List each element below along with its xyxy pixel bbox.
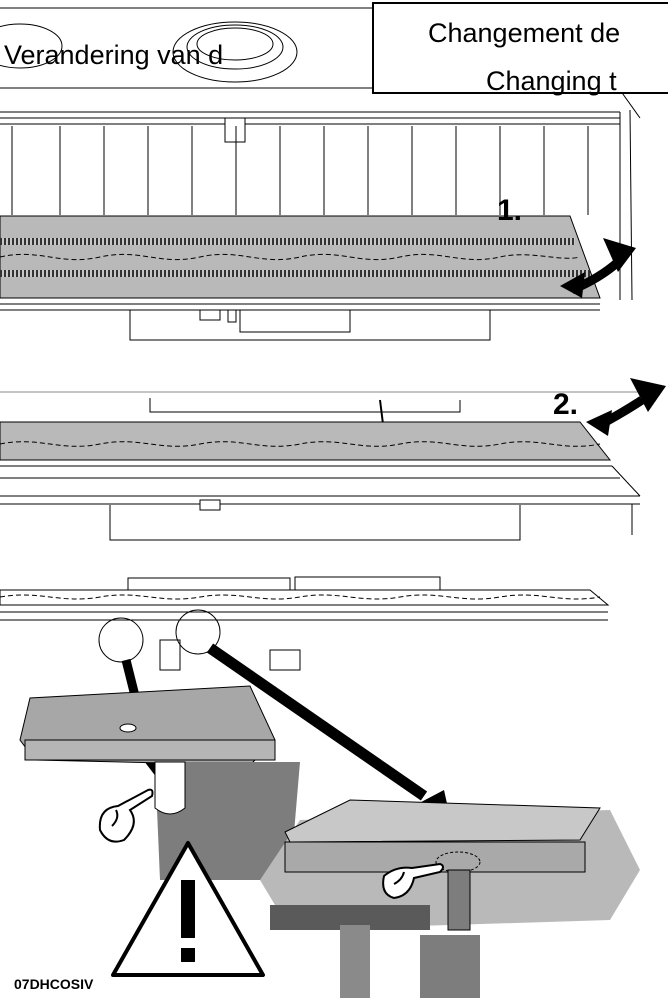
burner-plate-view [0, 576, 610, 671]
title-en: Changing t [486, 66, 617, 96]
firebox-top-view [0, 7, 641, 341]
detail-right [260, 799, 640, 998]
step-2-label: 2. [553, 388, 579, 421]
detail-left [19, 685, 300, 880]
curved-arrow-icon [586, 378, 666, 436]
pointing-hand-icon [98, 788, 154, 843]
curved-arrow-icon [560, 238, 636, 298]
title-box: Changement de [372, 2, 668, 94]
warning-icon [111, 841, 265, 977]
reference-code: 07DHCOSIV [14, 976, 94, 992]
firebox-middle-view [0, 391, 641, 541]
step-1-label: 1. [497, 194, 523, 227]
title-nl: Verandering van d [4, 40, 224, 70]
pointing-hand-icon [382, 862, 444, 900]
title-fr: Changement de [428, 18, 621, 48]
